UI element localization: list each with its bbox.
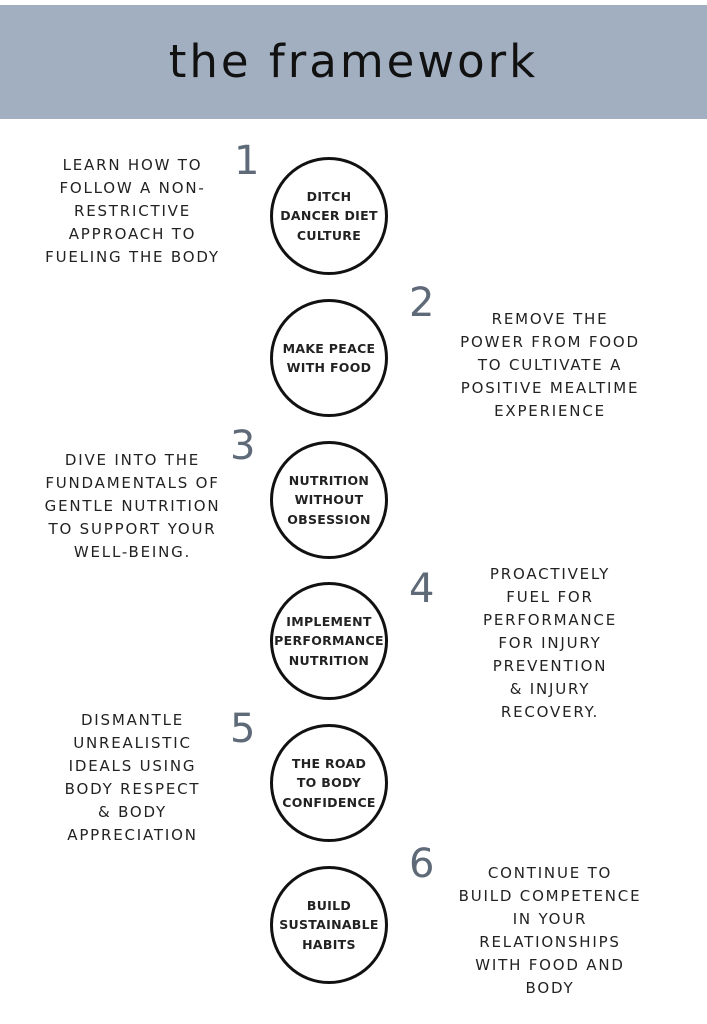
step-title: THE ROAD TO BODY CONFIDENCE [282,755,376,810]
step-title: DITCH DANCER DIET CULTURE [280,188,378,243]
step-1: 1 DITCH DANCER DIET CULTURE LEARN HOW TO… [0,0,707,275]
step-description: LEARN HOW TO FOLLOW A NON- RESTRICTIVE A… [45,156,220,266]
step-title: NUTRITION WITHOUT OBSESSION [287,472,371,527]
page-title: the framework [168,35,539,88]
step-title: BUILD SUSTAINABLE HABITS [279,897,379,952]
step-2: 2 MAKE PEACE WITH FOOD REMOVE THE POWER … [0,0,707,420]
step-number: 2 [409,280,435,326]
step-number: 3 [230,423,256,469]
step-description: CONTINUE TO BUILD COMPETENCE IN YOUR REL… [458,864,642,997]
step-4: 4 IMPLEMENT PERFORMANCE NUTRITION PROACT… [0,0,707,721]
step-circle: BUILD SUSTAINABLE HABITS [270,866,388,984]
step-number: 1 [234,138,260,184]
step-description: DISMANTLE UNREALISTIC IDEALS USING BODY … [64,711,201,844]
step-circle: NUTRITION WITHOUT OBSESSION [270,441,388,559]
step-circle: MAKE PEACE WITH FOOD [270,299,388,417]
step-circle: IMPLEMENT PERFORMANCE NUTRITION [270,582,388,700]
step-3: 3 NUTRITION WITHOUT OBSESSION DIVE INTO … [0,0,707,561]
step-5: 5 THE ROAD TO BODY CONFIDENCE DISMANTLE … [0,0,707,844]
step-title: MAKE PEACE WITH FOOD [282,340,376,376]
step-description: PROACTIVELY FUEL FOR PERFORMANCE FOR INJ… [483,565,617,721]
step-number: 5 [230,706,256,752]
step-circle: DITCH DANCER DIET CULTURE [270,157,388,275]
step-description: DIVE INTO THE FUNDAMENTALS OF GENTLE NUT… [44,451,221,561]
header-banner [0,5,707,119]
step-title: IMPLEMENT PERFORMANCE NUTRITION [274,613,384,668]
step-circle: THE ROAD TO BODY CONFIDENCE [270,724,388,842]
step-description: REMOVE THE POWER FROM FOOD TO CULTIVATE … [460,310,640,420]
step-6: 6 BUILD SUSTAINABLE HABITS CONTINUE TO B… [0,0,707,997]
step-number: 4 [409,566,435,612]
step-number: 6 [409,841,435,887]
